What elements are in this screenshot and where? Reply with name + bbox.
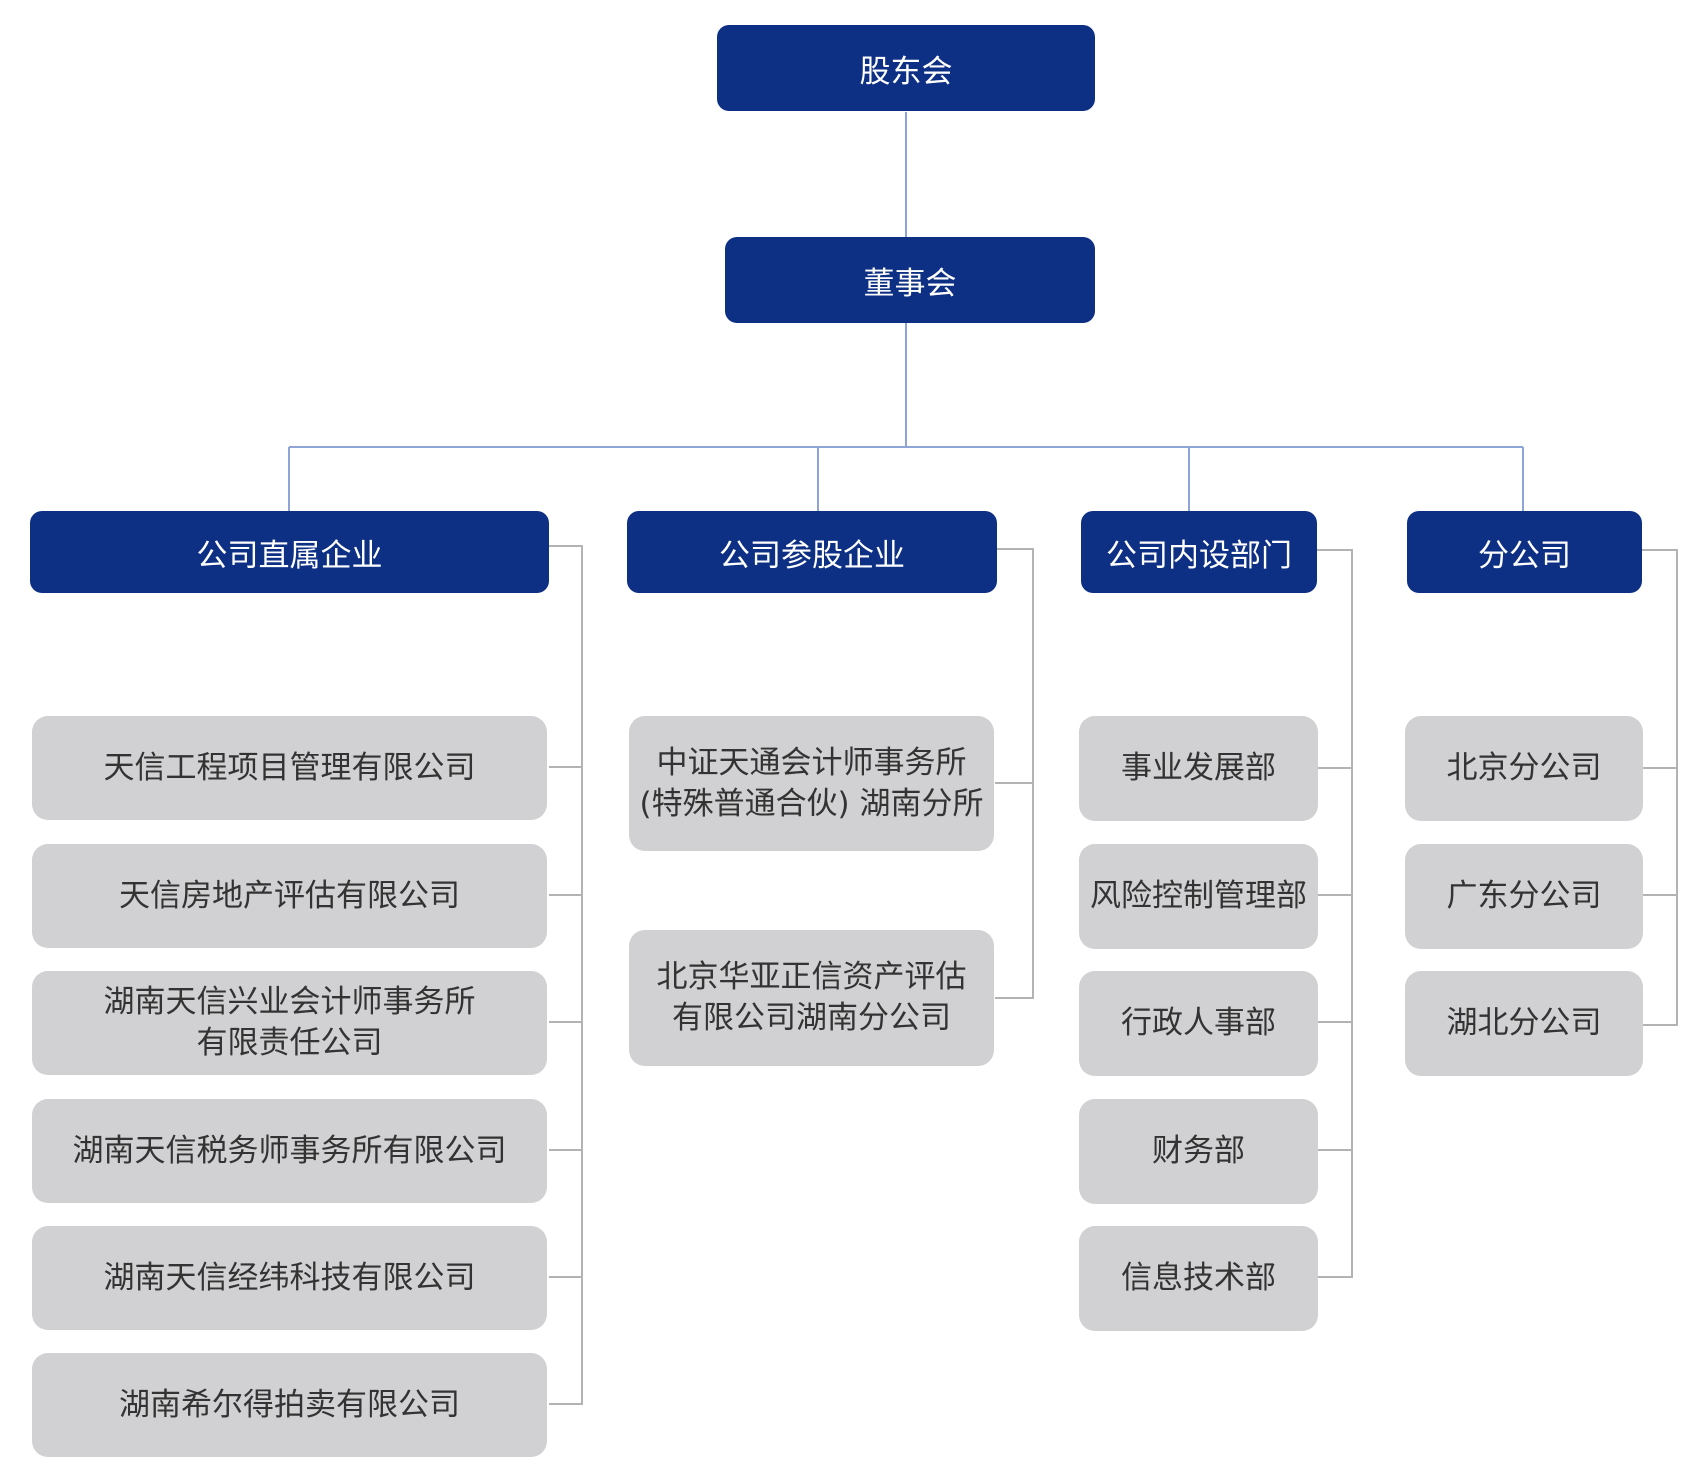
branch-office-item: 湖北分公司: [1405, 971, 1643, 1076]
department-item: 事业发展部: [1079, 716, 1318, 821]
affiliated-company-item: 北京华亚正信资产评估 有限公司湖南分公司: [629, 930, 994, 1066]
header-direct-subsidiaries: 公司直属企业: [30, 511, 549, 593]
bracket-col1: [549, 545, 583, 1405]
department-item: 信息技术部: [1079, 1226, 1318, 1331]
board-of-directors-box: 董事会: [725, 237, 1095, 323]
direct-subsidiary-item: 湖南天信税务师事务所有限公司: [32, 1099, 547, 1203]
department-item: 风险控制管理部: [1079, 844, 1318, 949]
header-internal-departments: 公司内设部门: [1081, 511, 1317, 593]
department-item: 行政人事部: [1079, 971, 1318, 1076]
direct-subsidiary-item: 天信房地产评估有限公司: [32, 844, 547, 948]
direct-subsidiary-item: 湖南希尔得拍卖有限公司: [32, 1353, 547, 1457]
direct-subsidiary-item: 湖南天信经纬科技有限公司: [32, 1226, 547, 1330]
bracket-col3: [1317, 549, 1353, 1278]
branch-office-item: 北京分公司: [1405, 716, 1643, 821]
shareholders-meeting-box: 股东会: [717, 25, 1095, 111]
direct-subsidiary-item: 湖南天信兴业会计师事务所 有限责任公司: [32, 971, 547, 1075]
header-branch-offices: 分公司: [1407, 511, 1642, 593]
affiliated-company-item: 中证天通会计师事务所 (特殊普通合伙) 湖南分所: [629, 716, 994, 851]
direct-subsidiary-item: 天信工程项目管理有限公司: [32, 716, 547, 820]
header-affiliated-companies: 公司参股企业: [627, 511, 997, 593]
department-item: 财务部: [1079, 1099, 1318, 1204]
bracket-col4: [1642, 549, 1678, 1026]
branch-office-item: 广东分公司: [1405, 844, 1643, 949]
bracket-col2: [995, 548, 1034, 999]
